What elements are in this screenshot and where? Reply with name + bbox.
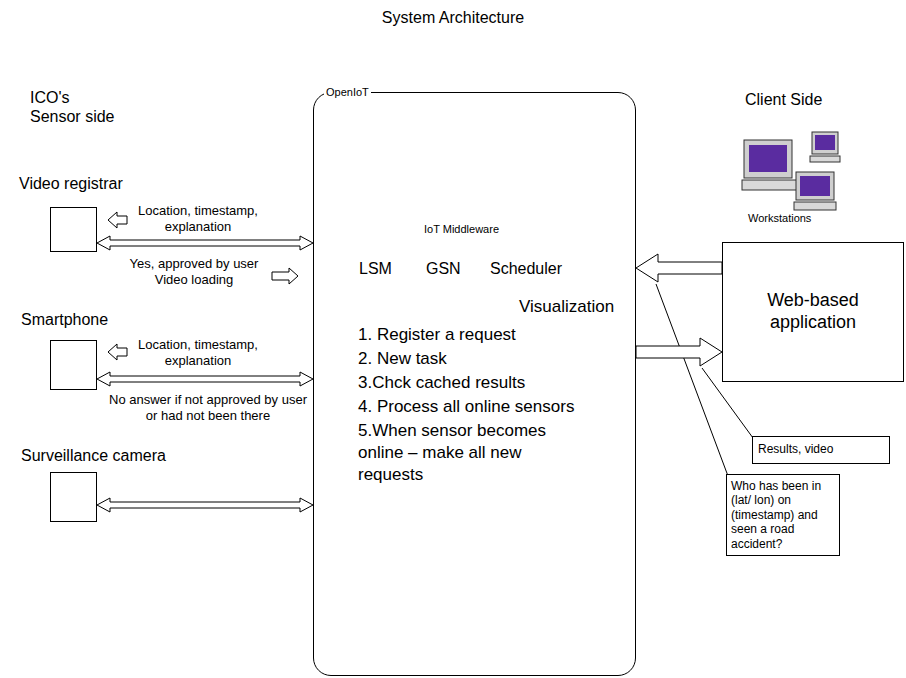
leader-line [656, 284, 728, 476]
monitor [796, 172, 834, 200]
message-label: Location, timestamp, explanation [132, 203, 264, 234]
sensor-box: Smartphone [50, 340, 97, 390]
step-item: 4. Process all online sensors [358, 396, 590, 418]
icon-caption: Workstations [748, 212, 838, 225]
block-arrow [97, 236, 313, 250]
monitor-screen [749, 145, 787, 172]
diagram-title: System Architecture [0, 8, 906, 27]
message-label: No answer if not approved by user or had… [106, 392, 310, 423]
callout-box: Who has been in (lat/ lon) on (timestamp… [726, 474, 840, 556]
direction-arrow [272, 268, 298, 284]
middleware-container: 1. Register a request2. New task3.Chck c… [313, 92, 636, 676]
side-heading: Client Side [745, 90, 865, 109]
step-item: 5.When sensor becomes online – make all … [358, 420, 590, 486]
callout-box: Results, video [752, 436, 890, 464]
monitor [812, 132, 838, 154]
component-name: GSN [426, 259, 461, 278]
direction-arrow [108, 212, 127, 228]
step-item: 1. Register a request [358, 324, 590, 346]
sensor-name: Video registrar [19, 174, 123, 193]
sensor-name: Smartphone [21, 310, 108, 329]
block-arrow [97, 498, 313, 512]
workstation-icon [742, 132, 840, 210]
computer-base [794, 202, 836, 210]
callout-text: Results, video [758, 442, 884, 456]
container-title: OpenIoT [324, 86, 371, 99]
component-name: LSM [359, 259, 392, 278]
block-arrow [97, 372, 313, 386]
monitor-screen [815, 135, 835, 150]
component-name: Scheduler [490, 259, 562, 278]
component-caption: IoT Middleware [424, 223, 499, 236]
monitor-screen [800, 176, 830, 196]
step-item: 3.Chck cached results [358, 372, 590, 394]
block-arrow [636, 338, 722, 366]
message-label: Location, timestamp, explanation [132, 337, 264, 368]
component-name: Visualization [519, 297, 614, 317]
computer-base [810, 156, 840, 162]
message-label: Yes, approved by user Video loading [124, 256, 264, 287]
monitor [744, 140, 792, 178]
callout-text: Who has been in (lat/ lon) on (timestamp… [731, 479, 835, 551]
sensor-name: Surveillance camera [21, 446, 166, 465]
application-box: Web-based application [722, 242, 904, 382]
computer-base [742, 180, 798, 190]
side-heading: ICO's Sensor side [30, 88, 120, 126]
direction-arrow [108, 344, 127, 360]
step-list: 1. Register a request2. New task3.Chck c… [358, 324, 590, 488]
application-name: Web-based application [738, 290, 888, 333]
step-item: 2. New task [358, 348, 590, 370]
block-arrow [636, 254, 722, 282]
sensor-box: Video registrar [50, 207, 97, 252]
sensor-box: Surveillance camera [50, 472, 97, 522]
